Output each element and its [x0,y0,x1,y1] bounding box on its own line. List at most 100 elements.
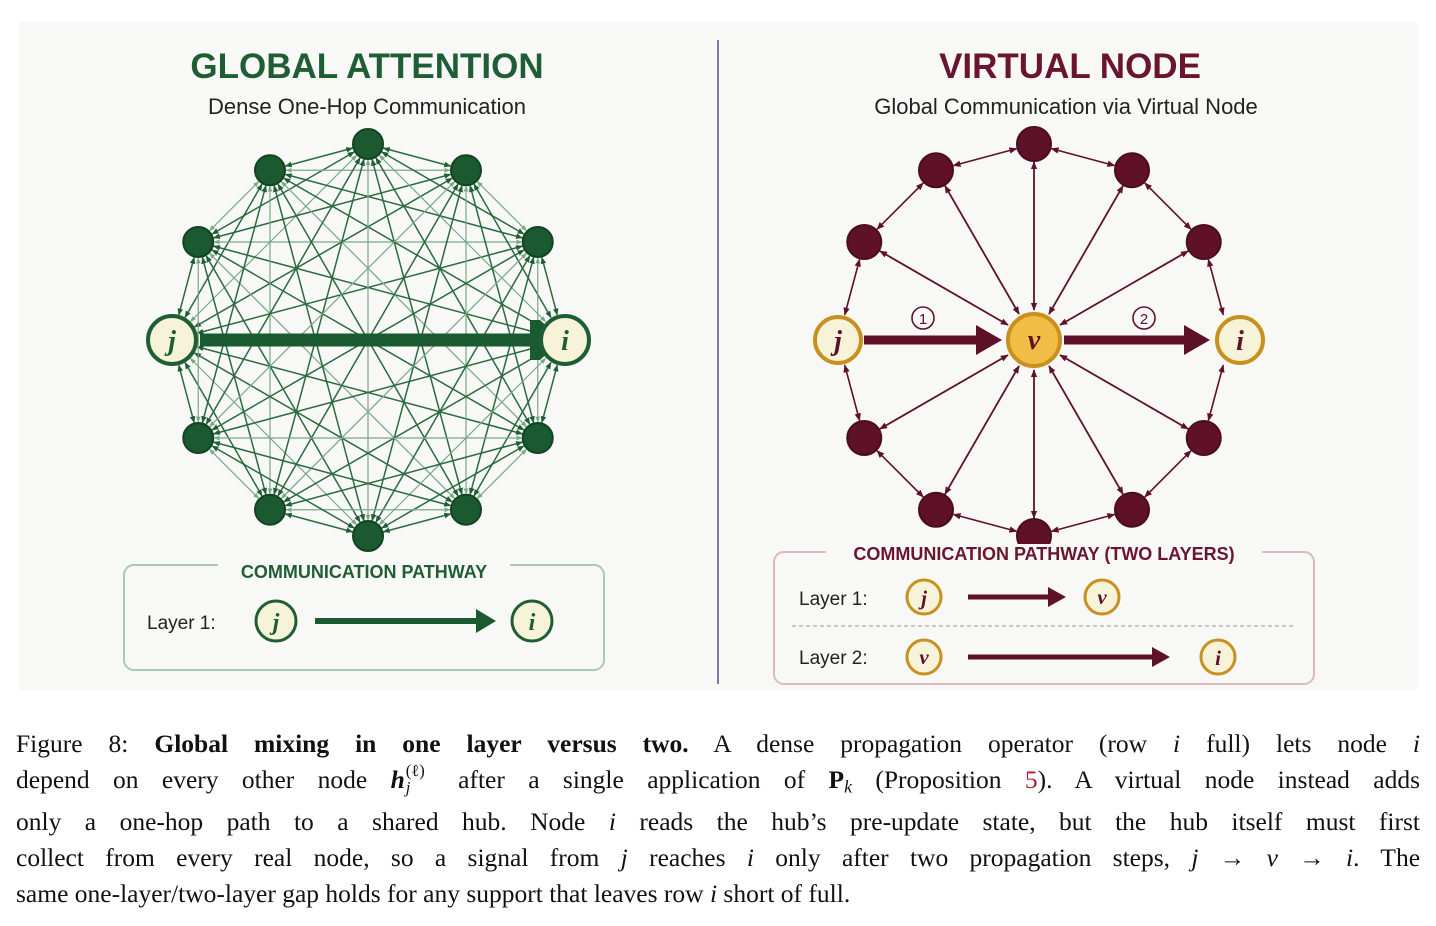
graph-node [1114,152,1150,189]
graph-node [182,422,215,454]
dense-edge [209,181,260,232]
dense-edge [280,252,527,499]
caption-line-2: depend on every other node h(ℓ)j after a… [16,761,1420,804]
svg-text:v: v [919,645,929,669]
dense-edge [284,512,354,533]
figure-panel: GLOBAL ATTENTION Dense One-Hop Communica… [18,22,1418,690]
graph-node [918,491,954,528]
caption-text: same one-layer/two-layer gap holds for a… [16,879,704,909]
dense-edge [382,147,452,168]
caption-math: i [746,843,754,873]
ring-edge [1144,450,1192,498]
caption-text: depend on every other node [16,765,368,794]
svg-text:i: i [1236,326,1244,357]
svg-text:j: j [918,586,927,610]
graph-node [254,493,286,526]
proposition-ref-link[interactable]: 5 [1024,765,1038,794]
graph-node [1114,491,1150,528]
caption-math-h: h [390,765,405,794]
caption-math: i [1173,729,1181,758]
svg-text:j: j [269,610,280,636]
dense-edge [476,181,527,232]
hub-edges [843,147,1225,533]
caption-math-sub: j [405,777,411,797]
graph-node [450,493,482,526]
hub-spoke [1059,250,1189,326]
caption-math: j [620,843,628,873]
caption-math-path: j → v → i [1191,843,1354,873]
svg-text:i: i [529,610,536,636]
caption-text: collect from every real node, so a signa… [16,843,600,873]
dense-edge [209,252,456,499]
ring-edge [952,513,1018,533]
caption-text: after a single application of [458,765,806,794]
step1-arrow-head [976,325,1002,355]
right-pathway-l2-v: v [905,638,943,676]
ring-edge [1144,182,1192,230]
caption-line-4: collect from every real node, so a signa… [16,840,1420,876]
figure-caption: Figure 8: Global mixing in one layer ver… [16,726,1420,912]
graph-node [352,520,384,552]
caption-math: i [608,807,616,837]
source-node-j-hub: j [813,315,863,365]
svg-text:v: v [1097,585,1107,609]
ring-edge [876,450,924,498]
caption-text: only after two propagation steps, [775,843,1171,873]
source-node-j: j [146,314,198,366]
svg-text:i: i [561,326,569,357]
graph-node [1185,224,1222,260]
ring-edge [876,182,924,230]
graph-node [521,226,554,258]
dense-edge [382,512,452,533]
right-pathway-box: COMMUNICATION PATHWAY (TWO LAYERS) Layer… [773,544,1315,685]
caption-text: . The [1353,843,1421,873]
graph-node [846,224,883,260]
hub-spoke [1048,365,1124,495]
svg-text:2: 2 [1140,311,1148,328]
caption-math: i [1412,729,1420,758]
graph-node [450,154,482,187]
svg-text:v: v [1028,325,1041,356]
caption-text: (Proposition [875,765,1002,794]
left-layer1-label: Layer 1: [147,613,216,634]
graph-node [918,152,954,189]
dense-edge [476,448,527,499]
graph-node [846,420,883,456]
left-pathway-i: i [510,599,554,643]
caption-math-p-sub: k [844,776,852,797]
ring-edge [1207,364,1225,422]
hub-spoke [879,354,1009,430]
step2-arrow-head [1184,325,1210,355]
caption-math-sup: (ℓ) [405,761,425,781]
svg-text:1: 1 [919,311,927,328]
right-pathway-l2-i: i [1199,638,1237,676]
ring-edge [843,258,861,316]
caption-label: Figure 8: [16,729,129,758]
right-layer2-label: Layer 2: [799,648,868,669]
caption-math: i [709,879,718,909]
right-pathway-header: COMMUNICATION PATHWAY (TWO LAYERS) [853,544,1234,564]
ring-edge [1050,513,1116,533]
caption-text: reaches [649,843,726,873]
virtual-node-title: VIRTUAL NODE [939,47,1201,86]
dense-edge [213,345,540,435]
hub-node-v: v [1006,312,1062,368]
graph-node [521,422,554,454]
dense-edge [284,147,354,168]
virtual-node-subtitle: Global Communication via Virtual Node [874,94,1258,119]
caption-text: reads the hub’s pre-update state, but th… [639,807,1421,837]
caption-text: only a one-hop path to a shared hub. Nod… [16,807,586,837]
ring-edge [952,147,1018,167]
dense-graph-nodes [182,128,554,552]
left-pathway-header: COMMUNICATION PATHWAY [241,562,487,582]
left-pathway-j: j [254,599,298,643]
hub-spoke [944,185,1020,315]
step2-marker: 2 [1132,306,1156,330]
step1-marker: 1 [911,306,935,330]
caption-bold: Global mixing in one layer versus two. [154,729,689,758]
caption-line-3: only a one-hop path to a shared hub. Nod… [16,804,1420,840]
graph-node [182,226,215,258]
dense-edge [177,364,196,424]
caption-line-1: Figure 8: Global mixing in one layer ver… [16,726,1420,762]
caption-line-5: same one-layer/two-layer gap holds for a… [16,876,1420,912]
